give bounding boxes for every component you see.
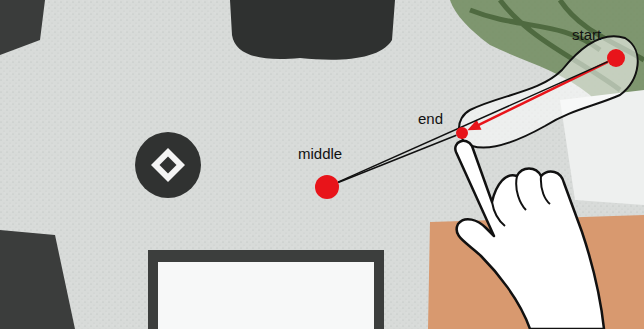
furniture-corner [0,0,45,55]
finger-lines [492,176,550,226]
gesture-outline [459,36,638,147]
point-label: start [572,26,601,44]
shelf [0,230,75,329]
monitor-frame [148,250,384,329]
robot [135,132,201,198]
gesture-arrow [477,62,608,126]
chair [230,0,395,60]
robot-marker [151,148,185,182]
hand [455,141,604,329]
robot-marker-center [160,157,177,174]
point-dot: middle [315,175,339,199]
point-dot: end [456,127,468,139]
point-dot: start [607,49,625,67]
monitor-screen [158,262,374,329]
connector-line [338,135,456,182]
point-label: end [418,110,443,128]
point-label: middle [298,145,342,163]
